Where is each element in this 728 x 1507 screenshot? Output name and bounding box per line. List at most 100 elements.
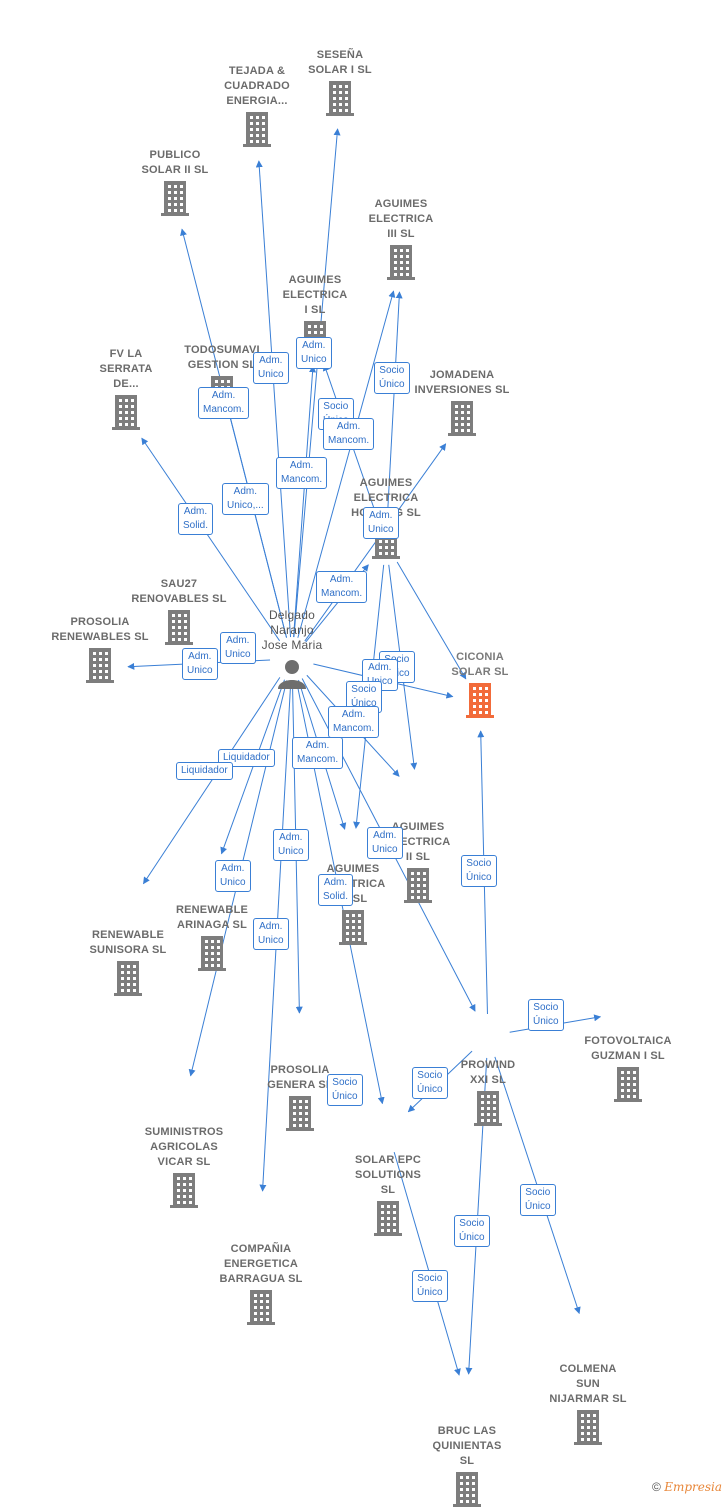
- building-icon: [425, 682, 535, 718]
- node-label: PUBLICO SOLAR II SL: [141, 149, 209, 176]
- edge-person-aguimes1: [293, 365, 317, 638]
- node-label: FOTOVOLTAICA GUZMAN I SL: [584, 1035, 672, 1062]
- node-solarepc[interactable]: SOLAR EPC SOLUTIONS SL: [333, 1153, 443, 1236]
- node-ciconia[interactable]: CICONIA SOLAR SL: [425, 650, 535, 718]
- building-icon: [407, 400, 517, 436]
- edge-person-todosumavi: [227, 411, 288, 638]
- edge-role-label[interactable]: Adm. Unico,...: [222, 483, 269, 515]
- node-bruc[interactable]: BRUC LAS QUINIENTAS SL: [412, 1424, 522, 1507]
- node-label: CICONIA SOLAR SL: [451, 651, 509, 678]
- edge-role-label[interactable]: Adm. Mancom.: [316, 571, 368, 603]
- edge-role-label[interactable]: Liquidador: [176, 762, 233, 780]
- node-aguimes3[interactable]: AGUIMES ELECTRICA III SL: [346, 197, 456, 280]
- edge-role-label[interactable]: Adm. Mancom.: [276, 457, 328, 489]
- edge-role-label[interactable]: Socio Único: [461, 855, 497, 887]
- edge-role-label[interactable]: Adm. Solid.: [178, 503, 214, 535]
- node-label: TEJADA & CUADRADO ENERGIA...: [224, 65, 290, 107]
- building-icon: [573, 1066, 683, 1102]
- footer-brand: © Empresia: [652, 1480, 722, 1494]
- node-renarinaga[interactable]: RENEWABLE ARINAGA SL: [157, 903, 267, 971]
- building-icon: [71, 394, 181, 430]
- node-colmena[interactable]: COLMENA SUN NIJARMAR SL: [533, 1362, 643, 1445]
- building-icon: [245, 1095, 355, 1131]
- edge-role-label[interactable]: Adm. Unico: [363, 507, 399, 539]
- node-label: RENEWABLE ARINAGA SL: [175, 904, 249, 931]
- edge-role-label[interactable]: Adm. Mancom.: [198, 387, 250, 419]
- node-fotoguzman[interactable]: FOTOVOLTAICA GUZMAN I SL: [573, 1034, 683, 1102]
- edge-role-label[interactable]: Socio Único: [528, 999, 564, 1031]
- edge-role-label[interactable]: Adm. Mancom.: [292, 737, 344, 769]
- node-fvserrata[interactable]: FV LA SERRATA DE...: [71, 347, 181, 430]
- edge-role-label[interactable]: Adm. Mancom.: [328, 706, 380, 738]
- building-icon: [120, 180, 230, 216]
- node-label: AGUIMES ELECTRICA I SL: [282, 274, 348, 316]
- edge-role-label[interactable]: Socio Único: [327, 1074, 363, 1106]
- edge-role-label[interactable]: Socio Único: [412, 1067, 448, 1099]
- node-prowind[interactable]: PROWIND XXI SL: [433, 1058, 543, 1126]
- edge-aguimesh-aguimes3: [386, 291, 403, 522]
- node-suministros[interactable]: SUMINISTROS AGRICOLAS VICAR SL: [129, 1125, 239, 1208]
- node-label: RENEWABLE SUNISORA SL: [89, 929, 167, 956]
- building-icon: [129, 1172, 239, 1208]
- node-prosoliaren[interactable]: PROSOLIA RENEWABLES SL: [45, 615, 155, 683]
- brand-logo: Empresia: [664, 1480, 722, 1494]
- node-label: TODOSUMAVI GESTION SL: [184, 344, 260, 371]
- edge-person-fvserrata: [141, 437, 281, 642]
- building-icon: [124, 609, 234, 645]
- edge-role-label[interactable]: Adm. Unico: [273, 829, 309, 861]
- building-icon: [45, 647, 155, 683]
- node-label: COMPAÑIA ENERGETICA BARRAGUA SL: [219, 1243, 303, 1285]
- node-label: COLMENA SUN NIJARMAR SL: [549, 1363, 627, 1405]
- building-icon: [412, 1471, 522, 1507]
- building-icon: [157, 935, 267, 971]
- building-icon: [206, 1289, 316, 1325]
- building-icon: [433, 1090, 543, 1126]
- edge-role-label[interactable]: Adm. Unico: [182, 648, 218, 680]
- edge-role-label[interactable]: Adm. Unico: [367, 827, 403, 859]
- node-label: Delgado Naranjo Jose Maria: [261, 608, 323, 652]
- building-icon: [73, 960, 183, 996]
- edge-role-label[interactable]: Adm. Mancom.: [323, 418, 375, 450]
- edge-role-label[interactable]: Socio Único: [520, 1184, 556, 1216]
- node-publico[interactable]: PUBLICO SOLAR II SL: [120, 148, 230, 216]
- node-person[interactable]: Delgado Naranjo Jose Maria: [237, 608, 347, 691]
- edge-role-label[interactable]: Adm. Unico: [215, 860, 251, 892]
- edge-role-label[interactable]: Socio Único: [454, 1215, 490, 1247]
- edge-role-label[interactable]: Adm. Unico: [253, 352, 289, 384]
- node-sesena[interactable]: SESEÑA SOLAR I SL: [285, 48, 395, 116]
- edge-role-label[interactable]: Adm. Unico: [296, 337, 332, 369]
- edge-person-sesena: [293, 128, 341, 638]
- node-aguimes4[interactable]: AGUIMES ELECTRICA IV SL: [298, 862, 408, 945]
- edge-role-label[interactable]: Adm. Solid.: [318, 874, 354, 906]
- edge-role-label[interactable]: Adm. Unico: [220, 632, 256, 664]
- node-sau27[interactable]: SAU27 RENOVABLES SL: [124, 577, 234, 645]
- building-icon: [333, 1200, 443, 1236]
- person-icon: [237, 655, 347, 691]
- node-label: BRUC LAS QUINIENTAS SL: [432, 1425, 502, 1467]
- node-label: SAU27 RENOVABLES SL: [131, 578, 227, 605]
- edge-role-label[interactable]: Socio Único: [374, 362, 410, 394]
- edge-role-label[interactable]: Socio Único: [412, 1270, 448, 1302]
- node-rensunisora[interactable]: RENEWABLE SUNISORA SL: [73, 928, 183, 996]
- node-label: SUMINISTROS AGRICOLAS VICAR SL: [144, 1126, 224, 1168]
- node-label: JOMADENA INVERSIONES SL: [414, 369, 510, 396]
- edge-role-label[interactable]: Adm. Unico: [253, 918, 289, 950]
- node-label: PROSOLIA RENEWABLES SL: [51, 616, 149, 643]
- node-compania[interactable]: COMPAÑIA ENERGETICA BARRAGUA SL: [206, 1242, 316, 1325]
- node-label: SESEÑA SOLAR I SL: [308, 49, 372, 76]
- node-label: AGUIMES ELECTRICA III SL: [368, 198, 434, 240]
- edge-person-rensunisora: [143, 677, 281, 885]
- node-jomadena[interactable]: JOMADENA INVERSIONES SL: [407, 368, 517, 436]
- building-icon: [346, 244, 456, 280]
- edge-solarepc-bruc: [393, 1151, 461, 1376]
- building-icon: [285, 80, 395, 116]
- node-tejada[interactable]: TEJADA & CUADRADO ENERGIA...: [202, 64, 312, 147]
- node-label: PROWIND XXI SL: [460, 1059, 516, 1086]
- node-label: SOLAR EPC SOLUTIONS SL: [355, 1154, 421, 1196]
- node-label: FV LA SERRATA DE...: [99, 348, 153, 390]
- building-icon: [298, 909, 408, 945]
- building-icon: [363, 867, 473, 903]
- building-icon: [533, 1409, 643, 1445]
- edge-aguimesh-ciconia: [396, 561, 467, 680]
- copyright-symbol: ©: [652, 1480, 661, 1494]
